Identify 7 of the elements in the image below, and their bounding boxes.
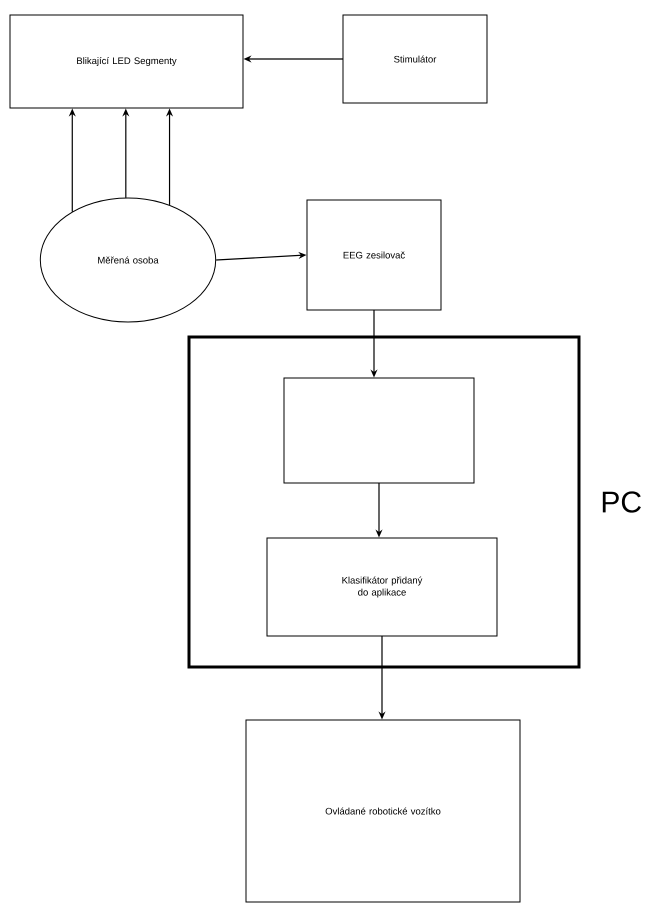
process-box: EEG zesilovač — [306, 200, 442, 310]
process-box: Klasifikátor přidaný do aplikace — [266, 538, 498, 636]
node-label: PC — [602, 491, 641, 513]
process-box: Ovládané robotické vozítko — [246, 720, 520, 902]
process-box: Blikající LED Segmenty — [10, 14, 244, 108]
process-box — [284, 378, 474, 484]
process-box: Stimulátor — [342, 14, 488, 104]
